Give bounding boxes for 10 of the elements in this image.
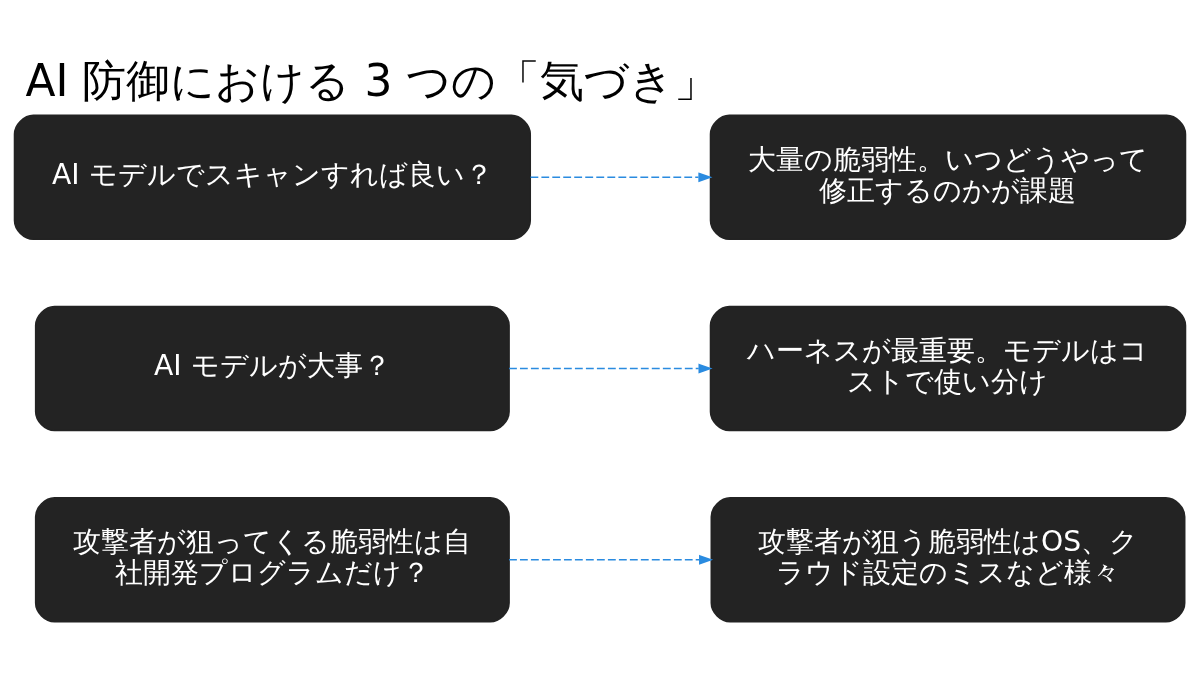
arrow bbox=[529, 171, 713, 182]
node-box: 攻撃者が狙ってくる脆弱性は自社開発プログラムだけ？ bbox=[34, 496, 510, 622]
node-box: 大量の脆弱性。いつどうやって修正するのかが課題 bbox=[709, 114, 1187, 240]
node-box: AI モデルでスキャンすれば良い？ bbox=[13, 114, 532, 240]
arrow bbox=[508, 363, 713, 373]
diagram-title: AI 防御における 3 つの「気づき」 bbox=[25, 54, 719, 106]
node-box: AI モデルが大事？ bbox=[34, 305, 510, 431]
node-box: ハーネスが最重要。モデルはコストで使い分け bbox=[709, 305, 1187, 431]
node-box: 攻撃者が狙う脆弱性はOS、クラウド設定のミスなど様々 bbox=[710, 496, 1186, 622]
arrow bbox=[508, 554, 714, 565]
